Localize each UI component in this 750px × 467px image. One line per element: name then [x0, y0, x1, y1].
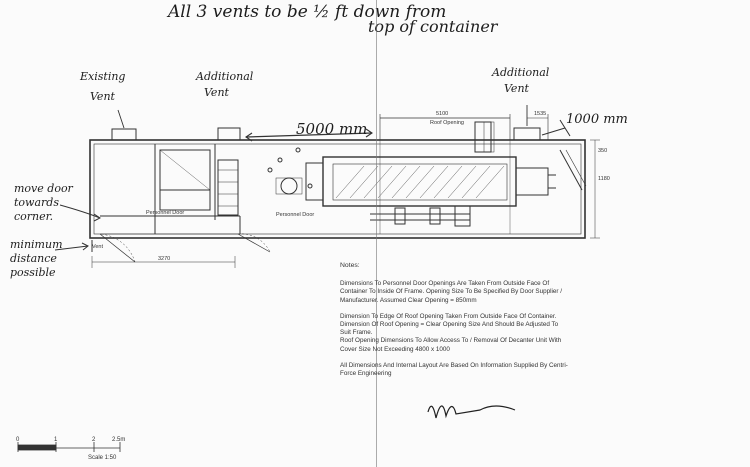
fold-line — [376, 0, 377, 467]
existing-vent-label-1: Existing — [80, 70, 126, 83]
dimension-1000mm: 1000 mm — [566, 112, 628, 127]
move-door-note-2: towards — [14, 196, 59, 209]
note-item-3: All Dimensions And Internal Layout Are B… — [340, 361, 568, 378]
header-note-line2: top of container — [368, 17, 498, 36]
dimension-5000mm: 5000 mm — [296, 120, 368, 138]
scale-tick-2: 2 — [92, 437, 96, 443]
door-tag: Vent — [92, 244, 104, 250]
personnel-door-left-label: Personnel Door — [146, 210, 185, 216]
side-dimension-bottom: 1180 — [598, 176, 610, 182]
signature-mark — [427, 405, 516, 419]
scale-tick-0: 0 — [16, 437, 20, 443]
move-door-note-3: corner. — [14, 210, 54, 223]
move-door-note-1: move door — [14, 182, 73, 195]
additional-vent-left-shape — [217, 127, 241, 141]
additional-vent-right-label-1: Additional — [492, 66, 550, 79]
note-item-1: Dimensions To Personnel Door Openings Ar… — [340, 280, 563, 304]
decanter-unit-shape — [322, 156, 517, 207]
scale-tick-3: 2.5m — [112, 437, 126, 443]
existing-vent-label-2: Vent — [90, 90, 115, 103]
scale-bar — [17, 442, 121, 452]
additional-vent-right-label-2: Vent — [504, 82, 529, 95]
scale-tick-1: 1 — [54, 437, 58, 443]
roof-opening-dimension: 5100 — [436, 111, 449, 117]
minimum-distance-note-2: distance — [10, 252, 57, 265]
minimum-distance-note-1: minimum — [10, 238, 63, 251]
notes-title: Notes: — [340, 262, 360, 269]
bottom-dimension: 3270 — [158, 256, 171, 262]
scale-label: Scale 1:50 — [88, 455, 117, 461]
additional-vent-left-label-1: Additional — [196, 70, 254, 83]
personnel-door-right-label: Personnel Door — [276, 212, 315, 218]
notes-block: Notes: Dimensions To Personnel Door Open… — [340, 262, 570, 386]
existing-vent-shape — [111, 128, 137, 141]
container-outline — [89, 139, 586, 239]
right-dimension: 1535 — [534, 111, 547, 117]
note-item-2: Dimension To Edge Of Roof Opening Taken … — [340, 312, 562, 353]
roof-opening-label: Roof Opening — [430, 120, 464, 126]
additional-vent-right-shape — [513, 127, 541, 141]
additional-vent-left-label-2: Vent — [204, 86, 229, 99]
minimum-distance-note-3: possible — [10, 266, 56, 279]
side-dimension-top: 350 — [598, 148, 608, 154]
